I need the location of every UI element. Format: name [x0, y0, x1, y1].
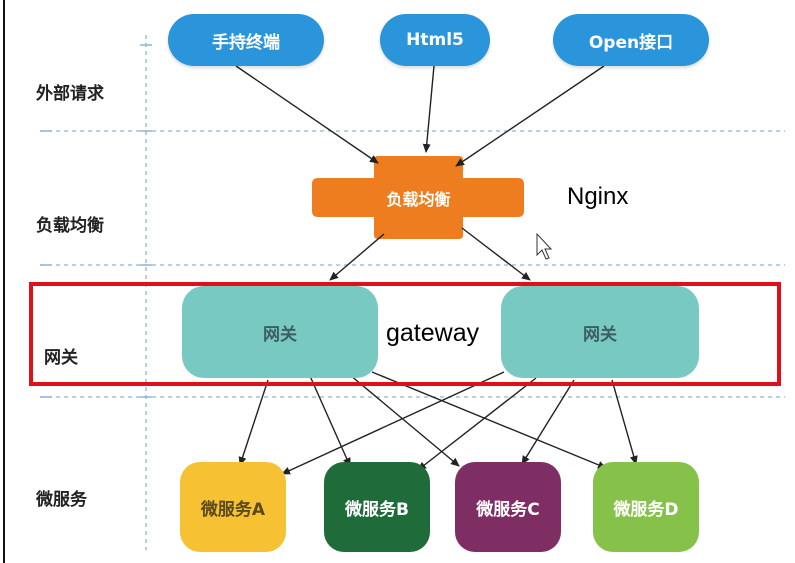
lane-label-external: 外部请求 [36, 84, 104, 104]
service-a: 微服务A [180, 462, 286, 552]
arrow-gwr-to-c [521, 379, 575, 465]
lane-label-gateway: 网关 [44, 348, 78, 368]
gateway-right: 网关 [501, 286, 699, 378]
service-d: 微服务D [593, 462, 699, 552]
arrow-lb-to-gw-left [329, 233, 385, 281]
arrow-gwr-to-b [417, 377, 537, 471]
client-html5: Html5 [380, 14, 490, 66]
arrow-gwl-to-a [238, 379, 269, 466]
service-b: 微服务B [324, 462, 430, 552]
arrow-gwr-to-a [281, 371, 505, 475]
arrow-open-to-lb [455, 65, 605, 167]
gateway-left: 网关 [182, 286, 378, 378]
balancer-shape [312, 156, 524, 239]
arrow-mobile-to-lb [235, 65, 379, 164]
lane-label-load-balance: 负载均衡 [36, 216, 104, 236]
arrow-html5-to-lb [422, 65, 435, 153]
gateway-highlight-box [29, 282, 781, 386]
service-c: 微服务C [455, 462, 561, 552]
arrow-gwr-to-d [611, 379, 638, 465]
arrow-gwl-to-b [309, 375, 351, 467]
nginx-label: Nginx [567, 183, 629, 210]
client-mobile: 手持终端 [168, 14, 324, 66]
gateway-tag: gateway [386, 319, 480, 347]
left-border [3, 0, 5, 563]
lane-label-microservices: 微服务 [36, 490, 87, 510]
balancer-label: 负载均衡 [386, 189, 451, 209]
arrow-lb-to-gw-right [461, 227, 531, 281]
client-open-api: Open接口 [553, 14, 709, 66]
cursor-icon [536, 232, 553, 260]
arrow-gwl-to-d [371, 371, 607, 469]
arrow-gwl-to-c [349, 374, 460, 467]
